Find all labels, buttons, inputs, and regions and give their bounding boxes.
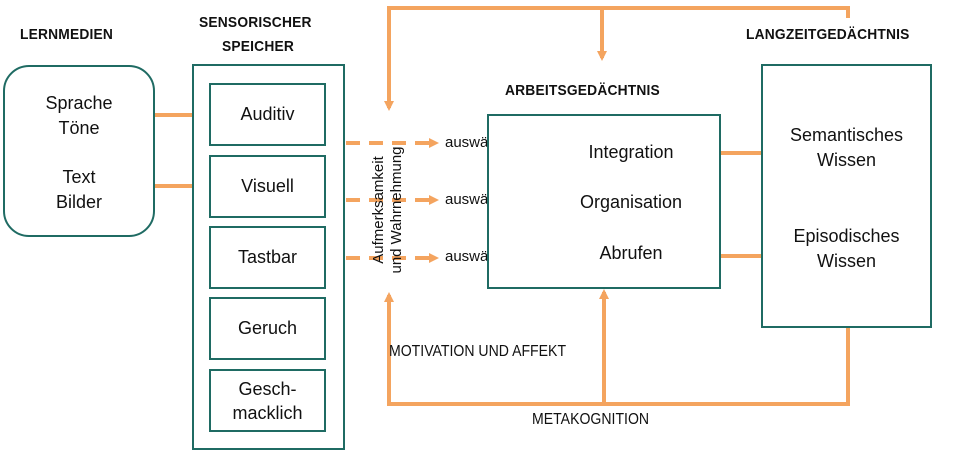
process-organisation: Organisation (579, 192, 683, 212)
sensory-tastbar-label: Tastbar (237, 247, 298, 267)
feedback-top-line (384, 6, 850, 111)
sensory-geschmacklich-line1: Gesch- (238, 378, 297, 399)
metakognition-label: METAKOGNITION (532, 411, 650, 428)
semantic-line2: Wissen (816, 150, 876, 170)
attention-line2: und Wahrnehmung (388, 146, 405, 274)
sensory-auditiv: Auditiv (209, 83, 326, 146)
lernmedien-bilder: Bilder (55, 192, 103, 212)
long-term-memory-box: Semantisches Wissen Episodisches Wissen (761, 64, 932, 328)
heading-lernmedien: LERNMEDIEN (20, 26, 114, 43)
sensory-visuell: Visuell (209, 155, 326, 218)
sensory-tastbar: Tastbar (209, 226, 326, 289)
lernmedien-box: Sprache Töne Text Bilder (3, 65, 155, 237)
lernmedien-sprache: Sprache (45, 93, 113, 113)
motivation-label: MOTIVATION UND AFFEKT (389, 343, 567, 360)
process-integration: Integration (588, 142, 674, 162)
episodic-line1: Episodisches (793, 226, 900, 246)
lernmedien-toene: Töne (58, 118, 100, 138)
sensory-geruch-label: Geruch (237, 318, 298, 338)
heading-arbeitsgedaechtnis: ARBEITSGEDÄCHTNIS (505, 82, 660, 99)
heading-langzeitgedaechtnis: LANGZEITGEDÄCHTNIS (746, 26, 910, 43)
working-memory-box (487, 114, 721, 289)
heading-speicher: SPEICHER (222, 38, 295, 55)
lernmedien-text: Text (62, 167, 96, 187)
sensory-geschmacklich-line2: macklich (232, 402, 303, 423)
sensory-visuell-label: Visuell (241, 176, 294, 196)
sensory-auditiv-label: Auditiv (240, 104, 295, 124)
sensory-geschmacklich: Gesch- macklich (209, 369, 326, 432)
attention-line1: Aufmerksamkeit (370, 156, 387, 264)
heading-sensorischer: SENSORISCHER (199, 14, 312, 31)
sensory-geruch: Geruch (209, 297, 326, 360)
feedback-bottom-line (384, 292, 850, 406)
process-abrufen: Abrufen (599, 243, 663, 263)
attention-label: Aufmerksamkeit und Wahrnehmung (370, 135, 410, 285)
episodic-line2: Wissen (816, 251, 876, 271)
semantic-line1: Semantisches (789, 125, 904, 145)
